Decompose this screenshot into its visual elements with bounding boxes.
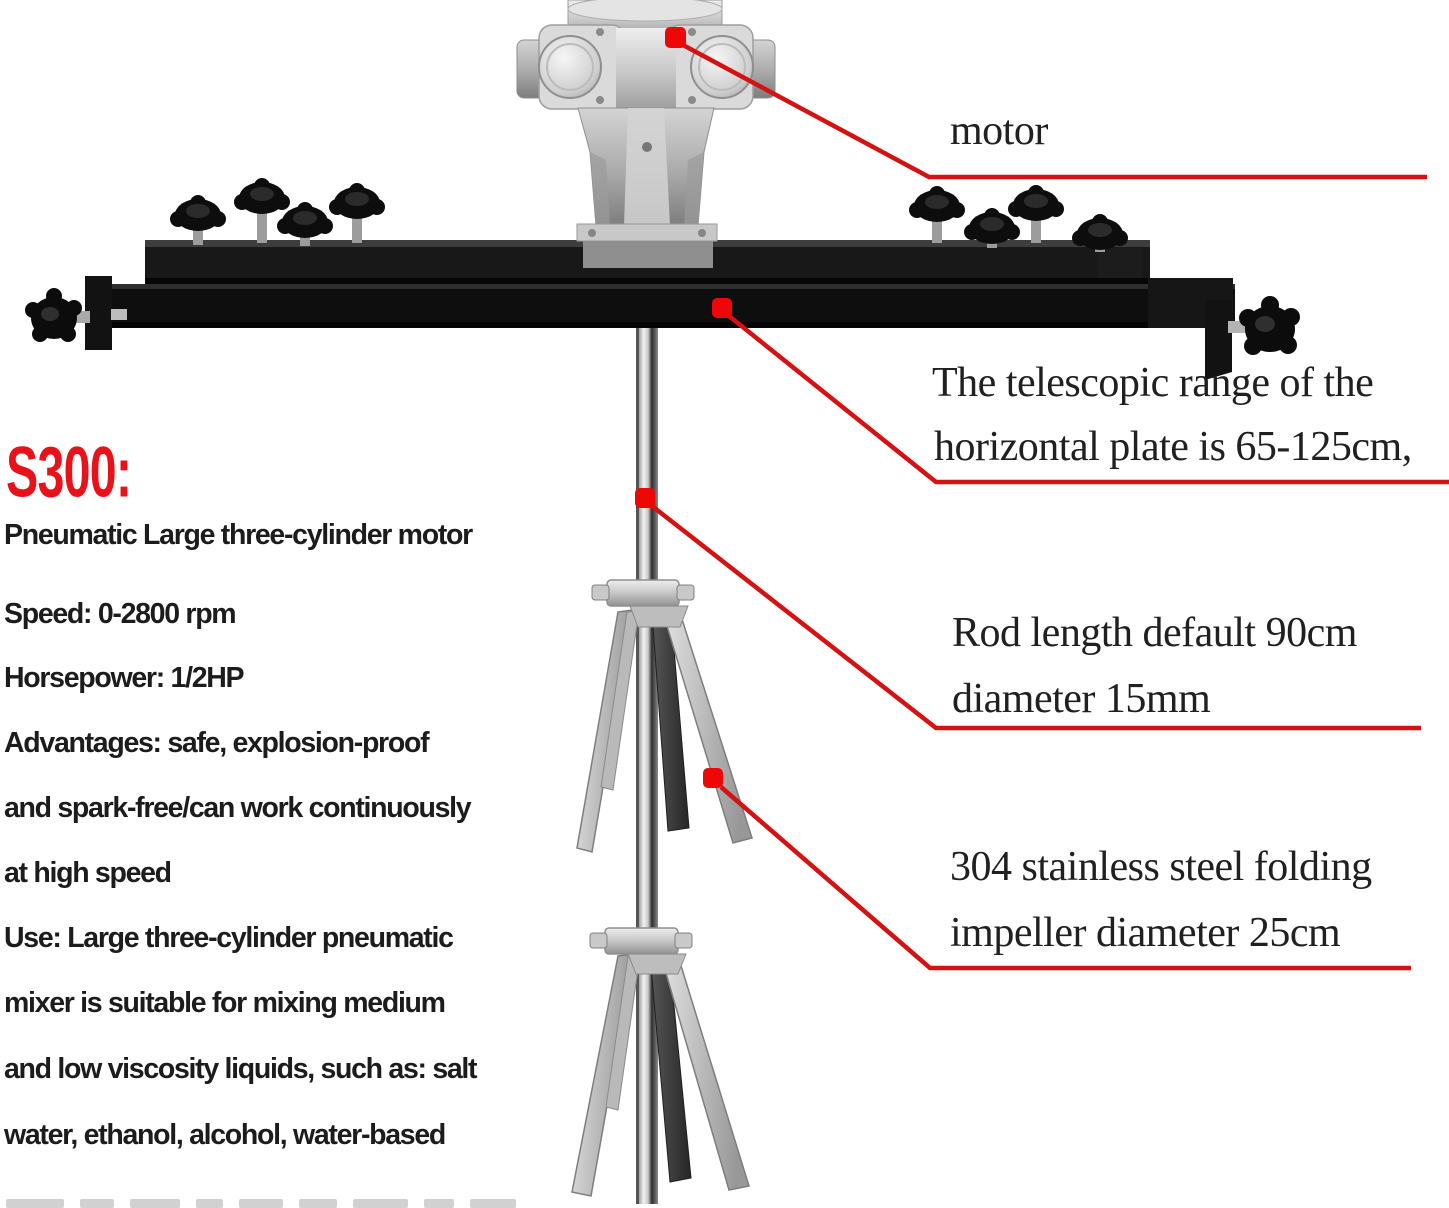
cropped-text-remnant <box>6 1199 516 1208</box>
marker-motor <box>665 27 686 48</box>
callout-line-impeller <box>719 785 1411 971</box>
annotation-motor: motor <box>950 108 1048 154</box>
knob <box>170 195 226 245</box>
annotation-telescopic-line1: The telescopic range of the <box>932 360 1374 406</box>
annotation-rod-line2: diameter 15mm <box>952 676 1211 722</box>
description-line: Speed: 0-2800 rpm <box>4 598 237 630</box>
callout-lines <box>650 43 1449 971</box>
impeller-lower <box>571 927 750 1197</box>
callout-line-telescopic <box>727 314 1449 485</box>
knob <box>964 208 1020 248</box>
model-title: S300: <box>6 433 132 513</box>
mixing-rod <box>636 248 658 1204</box>
callout-markers <box>635 27 732 788</box>
marker-telescopic <box>712 298 732 318</box>
knob <box>234 178 290 243</box>
knob <box>1072 214 1128 252</box>
description-line: Advantages: safe, explosion-proof <box>4 727 430 759</box>
description-line: and low viscosity liquids, such as: salt <box>4 1053 478 1085</box>
marker-rod <box>635 488 655 508</box>
crossbar-knobs <box>170 178 1128 252</box>
knob <box>329 183 385 243</box>
description-line: water, ethanol, alcohol, water-based <box>4 1119 446 1151</box>
description-line: Horsepower: 1/2HP <box>4 662 245 694</box>
left-clamp <box>25 276 127 350</box>
description-line: Pneumatic Large three-cylinder motor <box>4 519 473 551</box>
description-line: at high speed <box>4 857 172 889</box>
annotation-impeller-line2: impeller diameter 25cm <box>950 910 1341 956</box>
callout-line-motor <box>681 43 1427 180</box>
marker-impeller <box>703 768 723 788</box>
annotation-rod-line1: Rod length default 90cm <box>952 610 1357 656</box>
knob <box>277 202 333 246</box>
callout-line-rod <box>650 504 1421 731</box>
description-line: Use: Large three-cylinder pneumatic <box>4 922 454 954</box>
knob <box>909 186 965 243</box>
annotation-impeller-line1: 304 stainless steel folding <box>950 844 1372 890</box>
knob <box>1008 185 1064 243</box>
description-line: mixer is suitable for mixing medium <box>4 987 446 1019</box>
right-clamp <box>1148 278 1300 380</box>
description-line: and spark-free/can work continuously <box>4 792 472 824</box>
motor-assembly <box>516 0 776 268</box>
impeller-upper <box>576 579 753 853</box>
annotation-telescopic-line2: horizontal plate is 65-125cm, <box>934 424 1412 470</box>
